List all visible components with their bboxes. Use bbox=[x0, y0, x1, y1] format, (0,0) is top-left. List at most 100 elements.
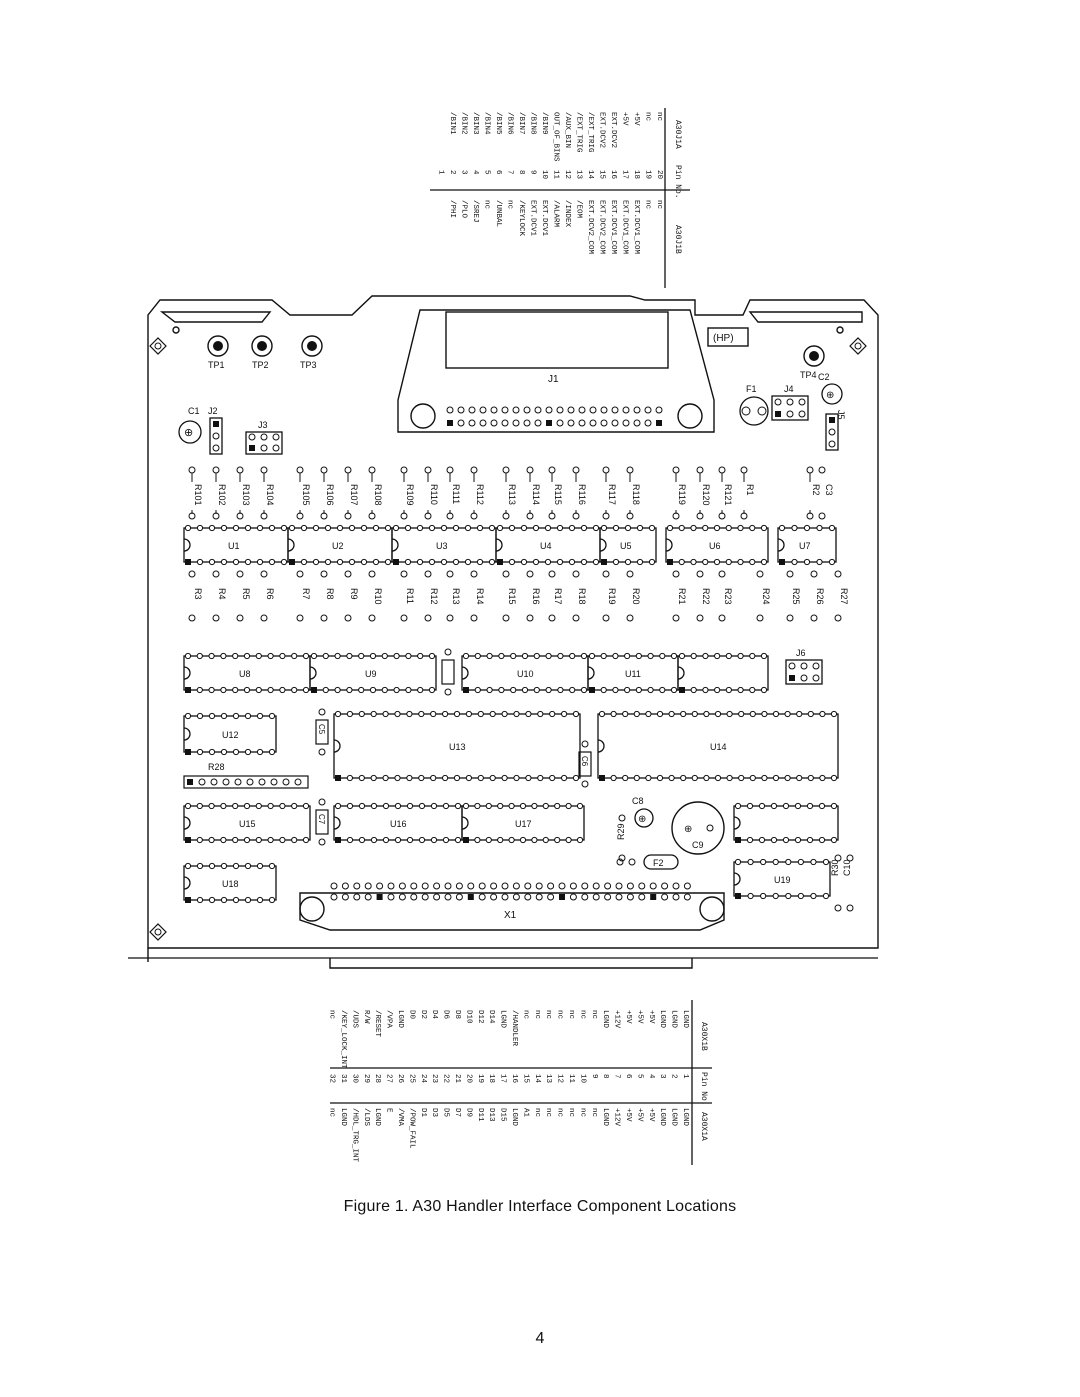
ic-label: U4 bbox=[540, 541, 552, 551]
table-cell-pin: 5 bbox=[635, 1074, 643, 1079]
x1-pin bbox=[421, 893, 429, 901]
ic-pin bbox=[554, 802, 561, 810]
ic-pin bbox=[778, 524, 786, 532]
ic-pin bbox=[280, 524, 288, 532]
x1-pin bbox=[604, 893, 612, 901]
ic-pin bbox=[232, 748, 240, 756]
ic-pin bbox=[464, 558, 472, 566]
table-cell-a: nc bbox=[644, 112, 652, 121]
x1-pin bbox=[615, 893, 623, 901]
table-cell-pin: 25 bbox=[407, 1074, 415, 1084]
table-cell-b: EXT.DCV1_COM bbox=[621, 200, 629, 255]
r28-pin bbox=[198, 778, 206, 786]
ic-pin bbox=[416, 524, 424, 532]
ic-notch bbox=[599, 538, 607, 552]
resistor-pin bbox=[526, 614, 534, 622]
table-cell-a: D7 bbox=[453, 1108, 461, 1117]
ic-pin bbox=[592, 558, 600, 566]
ic-pin bbox=[772, 710, 780, 718]
ic-pin bbox=[220, 652, 227, 660]
ic-u13: U13 bbox=[333, 710, 581, 782]
table-cell-pin: 21 bbox=[453, 1074, 461, 1084]
ic-pin bbox=[489, 710, 496, 718]
table-cell-pin: 12 bbox=[556, 1074, 564, 1083]
ic-pin bbox=[477, 774, 484, 782]
ic-pin bbox=[418, 802, 426, 810]
ic-pin bbox=[291, 802, 298, 810]
table-cell-b: EXT.DCV1_COM bbox=[609, 200, 617, 255]
table-cell-a: +5V bbox=[621, 112, 629, 126]
ic-pin bbox=[196, 524, 204, 532]
ic-pin bbox=[302, 802, 310, 810]
table-cell-pin: 16 bbox=[510, 1074, 518, 1084]
resistor-pin bbox=[344, 466, 352, 474]
resistor-pin bbox=[526, 512, 534, 520]
table-cell-pin: 3 bbox=[658, 1074, 666, 1079]
resistor-pin bbox=[602, 570, 610, 578]
table-cell-b: /INDEX bbox=[563, 200, 571, 228]
ic-pin bbox=[430, 710, 437, 718]
ic-pin bbox=[476, 558, 484, 566]
j3-label: J3 bbox=[258, 420, 268, 430]
c7-pin bbox=[318, 838, 326, 846]
resistor-label: R26 bbox=[815, 588, 825, 605]
table-header-a: A30J1A bbox=[673, 120, 682, 149]
ic-pin bbox=[690, 558, 697, 566]
ic-pin bbox=[537, 710, 544, 718]
table-cell-b: nc bbox=[328, 1010, 336, 1019]
j1-pin bbox=[622, 406, 630, 414]
x1-label: X1 bbox=[504, 910, 517, 921]
j4-pin bbox=[786, 398, 794, 406]
ic-pin bbox=[312, 524, 320, 532]
ic-pin bbox=[372, 524, 380, 532]
ic-pin bbox=[747, 858, 754, 866]
table-cell-pin: 6 bbox=[494, 170, 502, 175]
ic-pin bbox=[392, 524, 400, 532]
resistor-pin bbox=[446, 512, 454, 520]
table-cell-pin: 23 bbox=[430, 1074, 438, 1084]
resistor-label: R101 bbox=[193, 484, 203, 506]
resistor-pin bbox=[548, 466, 556, 474]
resistor-pin bbox=[260, 614, 268, 622]
resistor-pin bbox=[756, 614, 764, 622]
j1-pin bbox=[457, 406, 465, 414]
ic-pin bbox=[714, 710, 722, 718]
resistor-pin bbox=[260, 512, 268, 520]
ic-pin-1 bbox=[679, 687, 685, 693]
j1-pin bbox=[578, 419, 586, 427]
ic-pin bbox=[568, 558, 576, 566]
ic-pin bbox=[196, 896, 204, 904]
table-header-pin: Pin No. bbox=[673, 165, 682, 199]
resistor-pin bbox=[260, 570, 268, 578]
ic-pin bbox=[533, 686, 540, 694]
ic-u15: U15 bbox=[183, 802, 311, 844]
ic-label: U19 bbox=[774, 875, 791, 885]
f1-pin bbox=[757, 406, 767, 416]
ic-notch bbox=[183, 538, 191, 552]
table-cell-pin: 4 bbox=[471, 170, 479, 175]
j3-header bbox=[245, 431, 283, 455]
x1-pin bbox=[490, 882, 498, 890]
resistor-pin bbox=[756, 570, 764, 578]
resistor-pin bbox=[572, 570, 580, 578]
ic-pin bbox=[381, 686, 388, 694]
ic-pin bbox=[648, 558, 656, 566]
ic-pin-1 bbox=[735, 893, 741, 899]
ic-pin bbox=[760, 558, 768, 566]
j1-pin bbox=[523, 406, 531, 414]
x1-pin bbox=[524, 882, 532, 890]
ic-pin bbox=[322, 686, 329, 694]
table-cell-b: LGND bbox=[670, 1010, 678, 1029]
table-cell-pin: 5 bbox=[483, 170, 491, 175]
j1-pin bbox=[534, 419, 542, 427]
j1-pin bbox=[457, 419, 465, 427]
x1-pin bbox=[353, 882, 361, 890]
j4-pin bbox=[798, 398, 806, 406]
ic-pin bbox=[714, 774, 722, 782]
x1-pin bbox=[535, 893, 543, 901]
r28-pin bbox=[270, 778, 278, 786]
c2-polarity: ⊕ bbox=[826, 390, 834, 401]
ic-pin bbox=[622, 710, 629, 718]
ic-pin bbox=[557, 652, 564, 660]
